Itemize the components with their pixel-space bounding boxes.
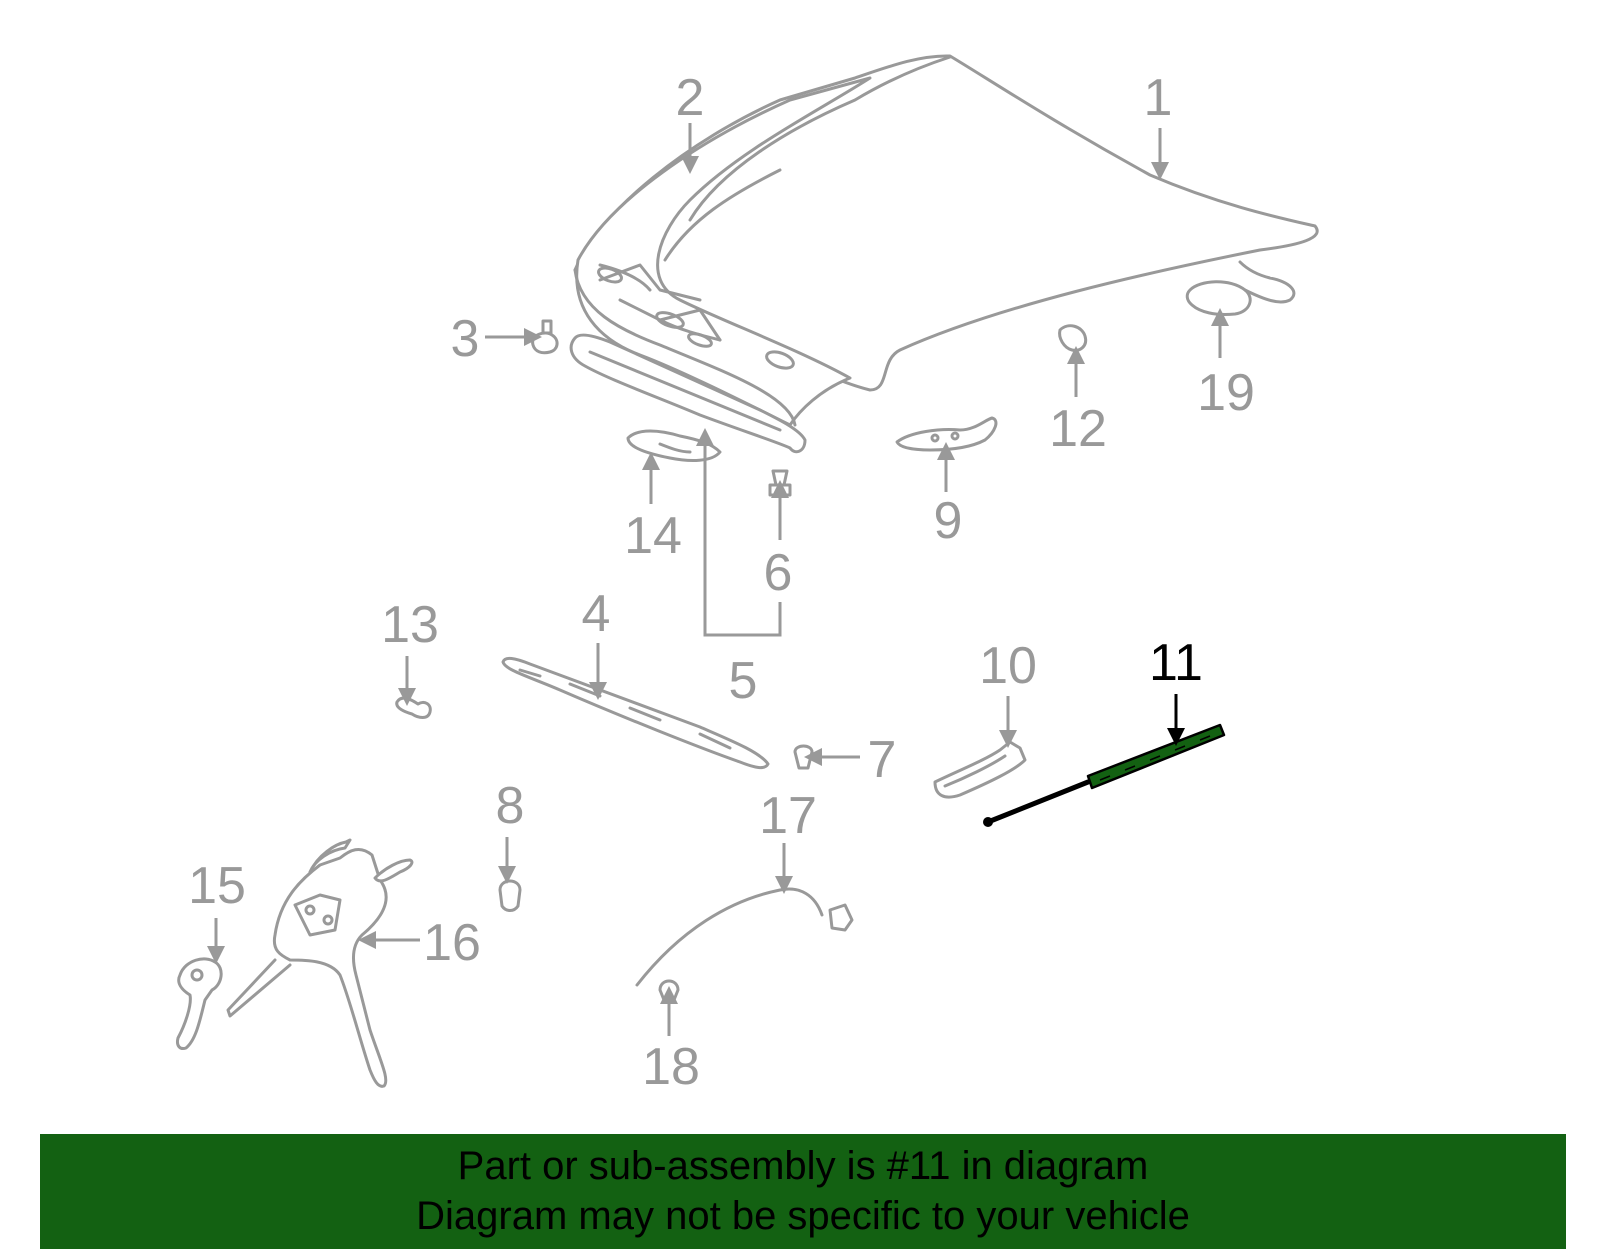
callout-10: 10 [979,637,1037,695]
part-5-seal-strip [569,333,807,454]
callout-4: 4 [582,585,611,643]
part-13-clip [395,696,432,719]
part-12-clip [1058,324,1088,352]
leader-5-right [743,602,782,637]
callout-18: 18 [642,1038,700,1096]
callout-3: 3 [451,310,480,368]
info-banner: Part or sub-assembly is #11 in diagram D… [40,1134,1566,1249]
callout-2: 2 [676,69,705,127]
leader-5-left [696,428,743,637]
callout-13: 13 [381,596,439,654]
banner-line-part-number: Part or sub-assembly is #11 in diagram [457,1144,1149,1188]
callout-5: 5 [729,652,758,710]
part-16-hood-hinge [226,838,414,1088]
part-11-hood-lift-support [983,723,1226,827]
callout-14: 14 [624,507,682,565]
part-15-hinge-bracket [176,957,223,1050]
part-4-weatherstrip [501,656,770,770]
callout-leaders [207,123,1229,1036]
banner-line-disclaimer: Diagram may not be specific to your vehi… [416,1194,1190,1238]
part-9-bracket [895,416,998,452]
callout-numbers: 1 2 3 4 5 6 7 8 9 10 11 12 13 14 15 16 1… [188,69,1255,1096]
callout-15: 15 [188,857,246,915]
callout-11: 11 [1149,634,1203,692]
part-8-plug [498,879,522,912]
callout-6: 6 [764,544,793,602]
callout-1: 1 [1144,69,1173,127]
callout-8: 8 [496,777,525,835]
callout-7: 7 [868,731,897,789]
callout-17: 17 [759,787,817,845]
part-17-cable [635,887,854,987]
callout-16: 16 [423,914,481,972]
part-10-bracket [933,740,1027,799]
callout-9: 9 [934,492,963,550]
callout-19: 19 [1197,364,1255,422]
part-2-hood-inner-panel [573,76,872,427]
part-19-latch [1185,260,1296,316]
callout-12: 12 [1049,400,1107,458]
